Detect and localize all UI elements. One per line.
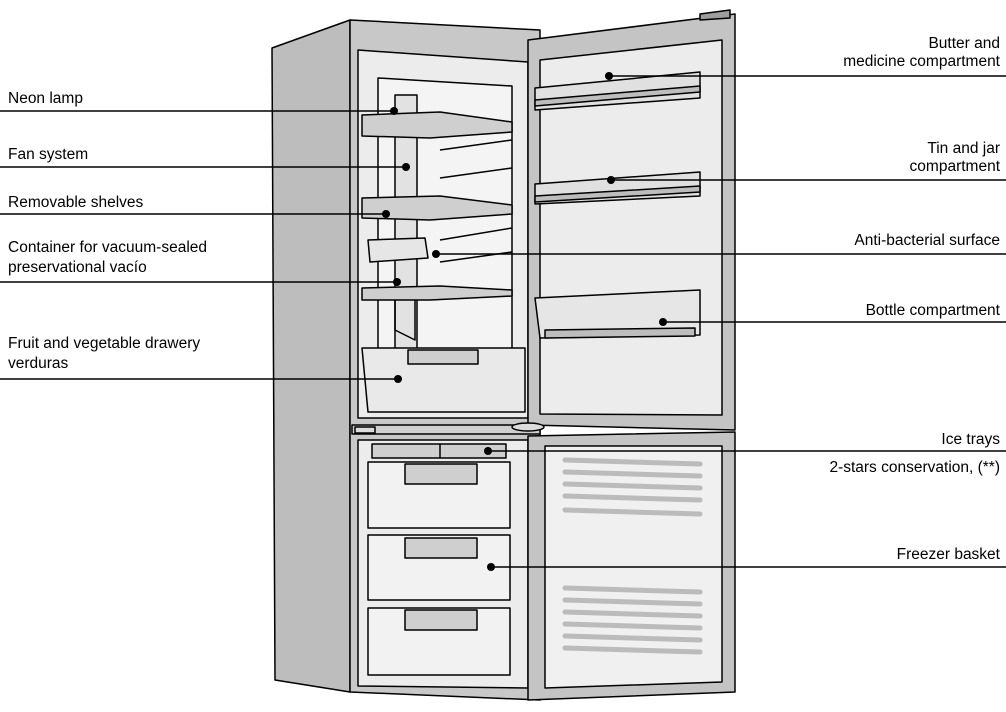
door-shelf-bottle [534,289,701,339]
label-line: compartment [909,158,1000,175]
label-removable-shelves: Removable shelves [8,194,143,212]
label-line: 2-stars conservation, (**) [829,459,1000,476]
label-tin-jar: Tin and jar compartment [910,140,1000,176]
shelf-low [361,285,513,301]
label-line: Anti-bacterial surface [854,232,1000,249]
label-line: preservational vacío [8,259,147,276]
cabinet-side [271,19,351,693]
label-line: verduras [8,355,69,372]
label-line: Container for vacuum-sealed [8,239,208,256]
label-neon-lamp: Neon lamp [8,90,83,108]
label-line: medicine compartment [843,53,1000,70]
shelf-top [361,111,513,139]
label-fan-system: Fan system [8,146,88,164]
label-line: Tin and jar [927,140,1000,157]
label-line: Neon lamp [8,90,83,107]
label-freezer-basket: Freezer basket [897,546,1000,564]
label-line: Fruit and vegetable drawery [8,335,201,352]
label-vacuum-container: Container for vacuum-sealed preservation… [8,238,207,278]
label-line: Removable shelves [8,194,144,211]
shelf-mid [361,195,513,221]
label-line: Fan system [8,146,89,163]
label-line: Bottle compartment [865,302,1000,319]
label-ice-trays: Ice trays [941,431,1000,449]
label-line: Butter and [928,35,1000,52]
label-line: Ice trays [941,431,1000,448]
label-butter-compartment: Butter and medicine compartment [843,35,1000,71]
label-line: Freezer basket [896,546,1000,563]
vacuum-container-shape [367,237,429,263]
fruit-drawer-shape [361,347,526,413]
label-antibacterial: Anti-bacterial surface [854,232,1000,250]
label-fruit-drawer: Fruit and vegetable drawery verduras [8,334,200,374]
label-two-stars: 2-stars conservation, (**) [829,459,1000,477]
label-bottle-compartment: Bottle compartment [866,302,1000,320]
